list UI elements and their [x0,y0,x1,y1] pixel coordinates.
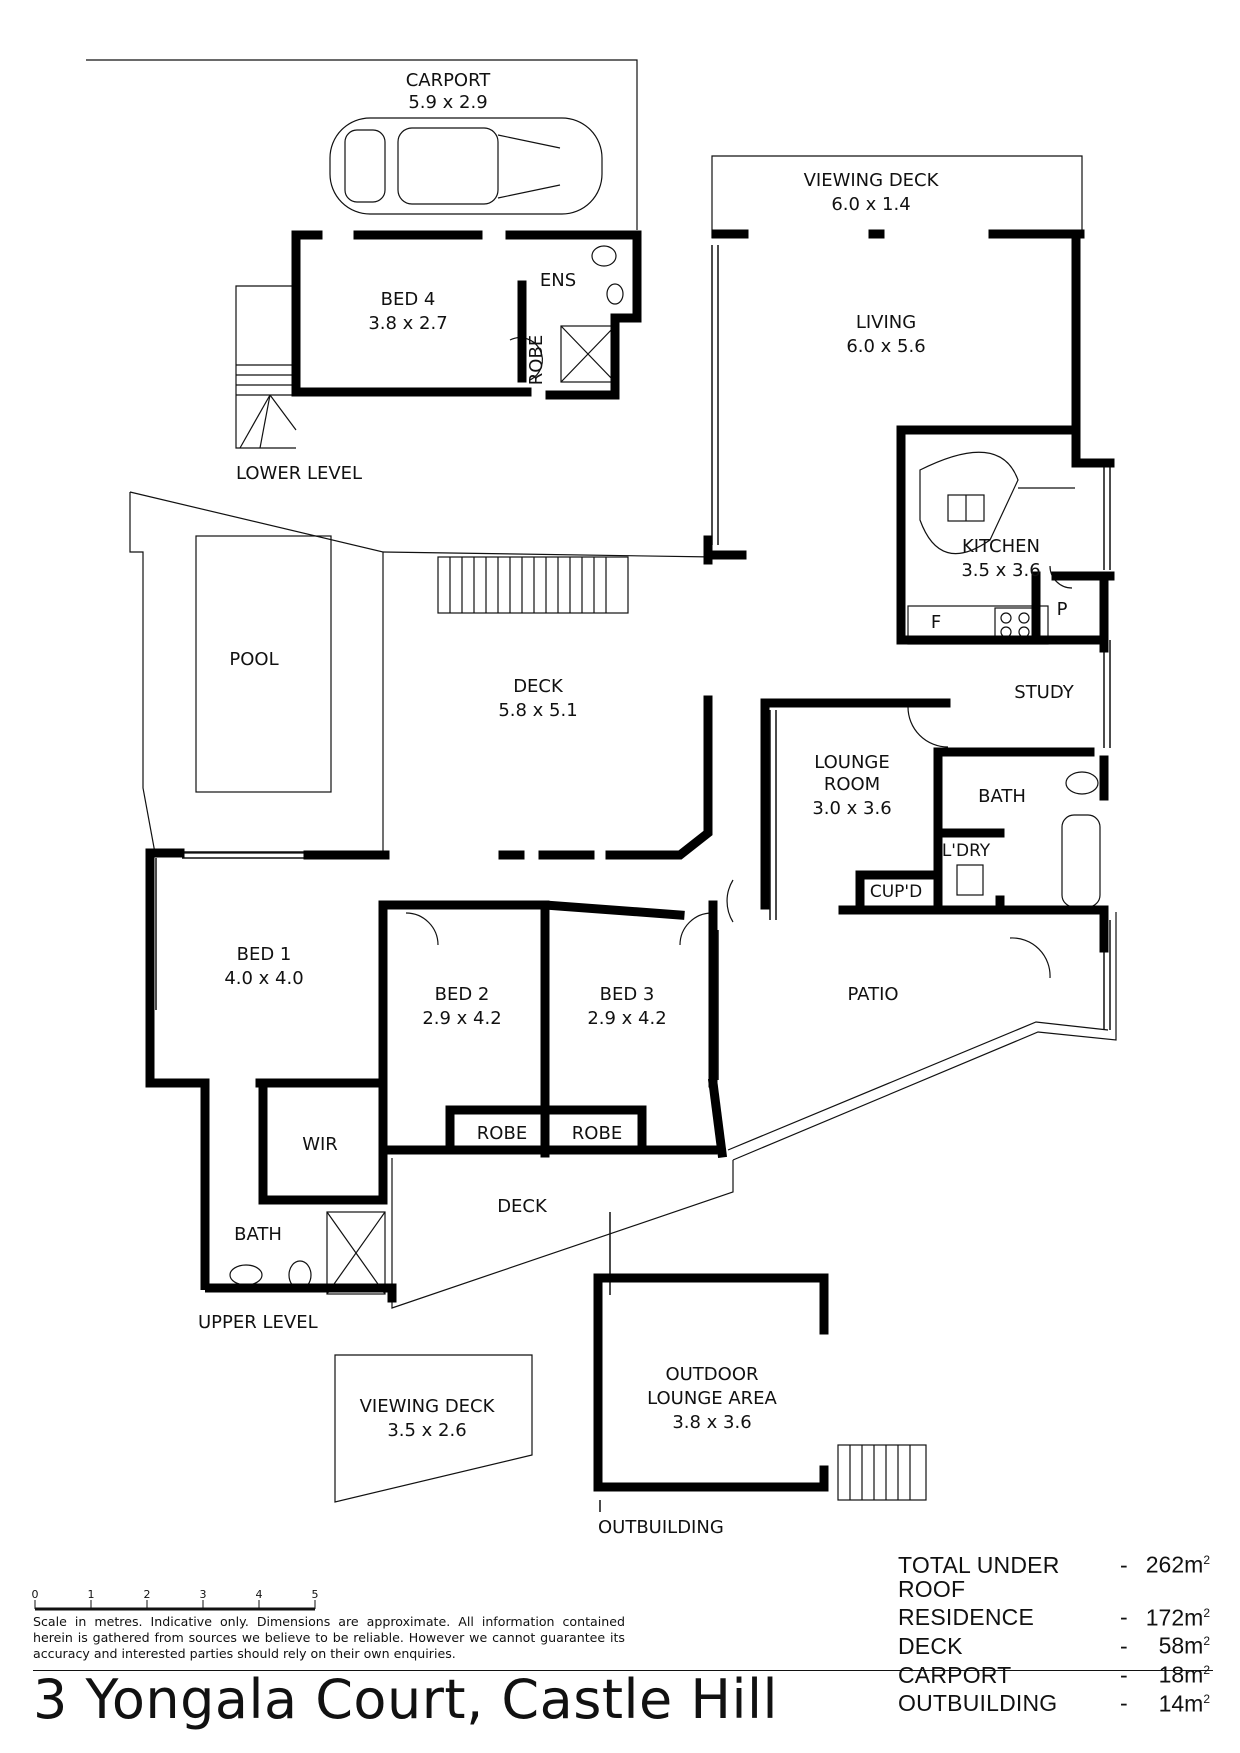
outdoor-lounge-name-2: LOUNGE AREA [647,1388,777,1409]
patio-name: PATIO [847,984,898,1005]
pool-surround [129,491,384,854]
level-outbuilding: OUTBUILDING [598,1517,724,1538]
viewing-deck-top-size: 6.0 x 1.4 [831,194,910,215]
area-dash: - [1120,1632,1128,1659]
robe-lower-name: ROBE [526,335,547,385]
area-dash: - [1120,1661,1128,1688]
toilet-icon-ensuite [591,245,617,267]
basin-icon-left [229,1264,263,1286]
lounge-size: 3.0 x 3.6 [812,798,891,819]
viewing-deck-bottom-outline [334,1354,533,1503]
lounge-name-2: ROOM [824,774,880,795]
kitchen-island [919,451,1075,555]
viewing-deck-bottom-size: 3.5 x 2.6 [387,1420,466,1441]
wir-name: WIR [302,1134,338,1155]
area-value: 14m2 [1158,1690,1210,1717]
shower-left [326,1211,386,1295]
robe2-name: ROBE [477,1123,527,1144]
patio-boundary [732,912,1117,1161]
scale-tick-4: 4 [256,1588,263,1601]
scale-tick-3: 3 [200,1588,207,1601]
bed1-name: BED 1 [237,944,292,965]
area-value: 58m2 [1158,1632,1210,1659]
laundry-sink [956,864,984,896]
ens-name: ENS [540,270,576,291]
lower-deck-boundary [391,1158,734,1309]
car-icon [329,117,603,215]
bed4-name: BED 4 [381,289,436,310]
cupd-name: CUP'D [870,882,922,902]
bed2-name: BED 2 [435,984,490,1005]
viewing-deck-top-name: VIEWING DECK [804,170,940,191]
floor-plan: CARPORT 5.9 x 2.9 VIEWING DECK 6.0 x 1.4… [32,59,1117,1611]
disclaimer-text: Scale in metres. Indicative only. Dimens… [33,1614,625,1661]
lounge-name-1: LOUNGE [814,752,890,773]
study-name: STUDY [1014,682,1074,703]
scale-tick-1: 1 [88,1588,95,1601]
viewing-deck-top-outline [711,155,1083,238]
area-row: OUTBUILDING - 14m2 [898,1687,1210,1717]
area-label: RESIDENCE [898,1604,1034,1631]
lower-stair-outline [235,285,296,449]
scale-bar: 0 1 2 3 4 5 [32,1588,319,1611]
level-lower: LOWER LEVEL [236,463,362,484]
area-dash: - [1120,1604,1128,1631]
living-name: LIVING [856,312,916,333]
carport-outline [86,59,638,230]
wall-bed4 [291,233,532,397]
living-size: 6.0 x 5.6 [846,336,925,357]
outdoor-lounge-size: 3.8 x 3.6 [672,1412,751,1433]
area-label: TOTAL UNDER ROOF [898,1551,1060,1602]
viewing-deck-bottom-name: VIEWING DECK [360,1396,496,1417]
bed3-name: BED 3 [600,984,655,1005]
scale-tick-0: 0 [32,1588,39,1601]
bathtub-icon [1061,814,1101,908]
level-upper: UPPER LEVEL [198,1312,318,1333]
fridge-label: F [931,612,941,633]
robe3-name: ROBE [572,1123,622,1144]
outbuilding-stairs [837,1444,927,1501]
area-row: TOTAL UNDER ROOF - 262m2 [898,1548,1210,1601]
deck-main-size: 5.8 x 5.1 [498,700,577,721]
basin-icon-ensuite [606,283,624,305]
bath-right-name: BATH [978,786,1026,807]
area-row: CARPORT - 18m2 [898,1658,1210,1687]
area-label: CARPORT [898,1661,1012,1688]
area-summary: TOTAL UNDER ROOF - 262m2 RESIDENCE - 172… [898,1548,1210,1717]
bed4-size: 3.8 x 2.7 [368,313,447,334]
bed2-size: 2.9 x 4.2 [422,1008,501,1029]
wall-outbuilding [593,1273,829,1492]
toilet-icon-right [1065,771,1099,795]
scale-tick-2: 2 [144,1588,151,1601]
outdoor-lounge-name-1: OUTDOOR [665,1364,758,1385]
area-dash: - [1120,1551,1128,1578]
pool-name: POOL [229,649,278,670]
property-address: 3 Yongala Court, Castle Hill [33,1668,779,1731]
address-rule [33,1670,1213,1671]
deck-lower-name: DECK [497,1196,548,1217]
area-label: OUTBUILDING [898,1690,1058,1717]
lower-stairs [236,364,297,449]
area-value: 172m2 [1145,1604,1210,1631]
kitchen-size: 3.5 x 3.6 [961,560,1040,581]
scale-tick-5: 5 [312,1588,319,1601]
laundry-name: L'DRY [942,841,991,861]
area-row: DECK - 58m2 [898,1629,1210,1658]
deck-main-name: DECK [513,676,564,697]
area-value: 262m2 [1145,1551,1210,1578]
bed1-size: 4.0 x 4.0 [224,968,303,989]
area-label: DECK [898,1632,963,1659]
area-dash: - [1120,1690,1128,1717]
carport-size: 5.9 x 2.9 [408,92,487,113]
bed3-size: 2.9 x 4.2 [587,1008,666,1029]
area-value: 18m2 [1158,1661,1210,1688]
carport-name: CARPORT [406,70,492,91]
pool-outline [195,535,332,793]
area-row: RESIDENCE - 172m2 [898,1601,1210,1631]
deck-stairs [437,556,629,614]
room-labels: CARPORT 5.9 x 2.9 VIEWING DECK 6.0 x 1.4… [198,70,1075,1538]
bath-left-name: BATH [234,1224,282,1245]
kitchen-name: KITCHEN [962,536,1040,557]
pantry-label: P [1057,599,1068,620]
